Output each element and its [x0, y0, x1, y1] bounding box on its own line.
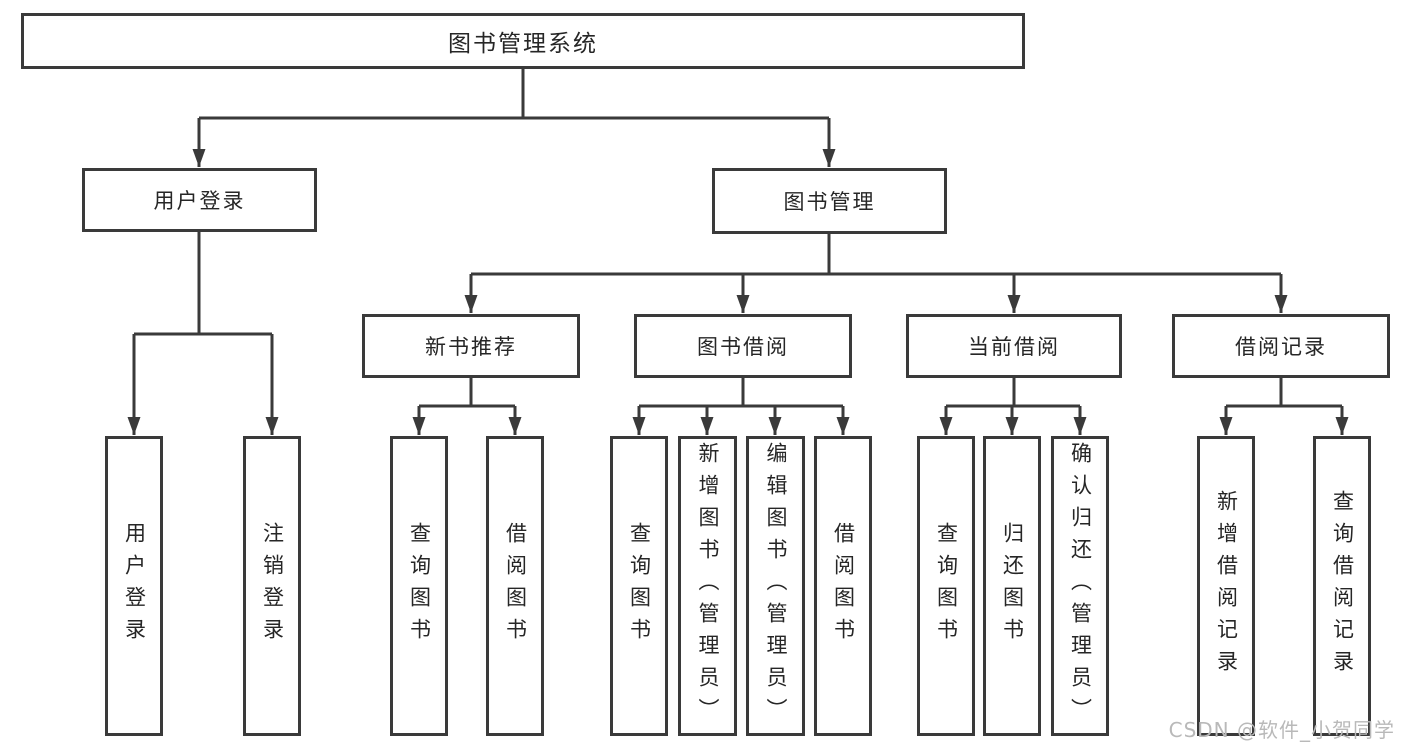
- node-borrow-borrow-books-label: 借阅图书: [831, 522, 856, 650]
- node-borrow-records: 借阅记录: [1172, 314, 1390, 378]
- node-recommend-query-books-label: 查询图书: [407, 522, 432, 650]
- node-query-borrow-record-label: 查询借阅记录: [1330, 490, 1355, 682]
- node-user-login-label: 用户登录: [153, 189, 246, 213]
- connector-borrow-records: [1219, 378, 1349, 435]
- watermark: CSDN @软件_小贺同学: [1168, 718, 1395, 742]
- node-recommend-query-books: 查询图书: [390, 436, 448, 736]
- node-borrow-query-books: 查询图书: [610, 436, 668, 736]
- connector-current-borrow: [939, 378, 1087, 435]
- connector-book-borrow: [632, 378, 850, 435]
- node-book-borrow-label: 图书借阅: [697, 335, 789, 359]
- node-add-book-admin-label: 新增图书（管理员）: [696, 442, 720, 730]
- node-logout-label: 注销登录: [260, 522, 285, 650]
- node-add-book-admin: 新增图书（管理员）: [678, 436, 737, 736]
- node-current-borrow: 当前借阅: [906, 314, 1122, 378]
- node-add-borrow-record: 新增借阅记录: [1197, 436, 1255, 736]
- node-current-query-books: 查询图书: [917, 436, 975, 736]
- node-recommend-borrow-books-label: 借阅图书: [503, 522, 528, 650]
- node-user-login: 用户登录: [82, 168, 317, 232]
- node-book-management-label: 图书管理: [783, 190, 876, 214]
- node-confirm-return-admin-label: 确认归还（管理员）: [1068, 442, 1093, 730]
- node-book-management: 图书管理: [712, 168, 947, 234]
- node-current-borrow-label: 当前借阅: [968, 335, 1060, 359]
- node-login: 用户登录: [105, 436, 163, 736]
- node-edit-book-admin-label: 编辑图书（管理员）: [764, 442, 788, 730]
- node-book-borrow: 图书借阅: [634, 314, 852, 378]
- connector-root: [192, 68, 836, 167]
- node-new-book-recommend: 新书推荐: [362, 314, 580, 378]
- node-borrow-borrow-books: 借阅图书: [814, 436, 872, 736]
- node-new-book-recommend-label: 新书推荐: [425, 335, 517, 359]
- node-query-borrow-record: 查询借阅记录: [1313, 436, 1371, 736]
- node-current-query-books-label: 查询图书: [934, 522, 959, 650]
- node-add-borrow-record-label: 新增借阅记录: [1214, 490, 1239, 682]
- node-borrow-records-label: 借阅记录: [1235, 335, 1327, 359]
- node-recommend-borrow-books: 借阅图书: [486, 436, 544, 736]
- node-return-book: 归还图书: [983, 436, 1041, 736]
- node-library-system-label: 图书管理系统: [448, 31, 598, 57]
- node-return-book-label: 归还图书: [1000, 522, 1025, 650]
- node-confirm-return-admin: 确认归还（管理员）: [1051, 436, 1109, 736]
- node-edit-book-admin: 编辑图书（管理员）: [746, 436, 805, 736]
- connector-new-book-recommend: [412, 378, 522, 435]
- node-borrow-query-books-label: 查询图书: [627, 522, 652, 650]
- connector-user-login: [127, 232, 279, 435]
- node-logout: 注销登录: [243, 436, 301, 736]
- connector-book-management: [464, 234, 1288, 313]
- node-library-system: 图书管理系统: [21, 13, 1025, 69]
- node-login-label: 用户登录: [122, 522, 147, 650]
